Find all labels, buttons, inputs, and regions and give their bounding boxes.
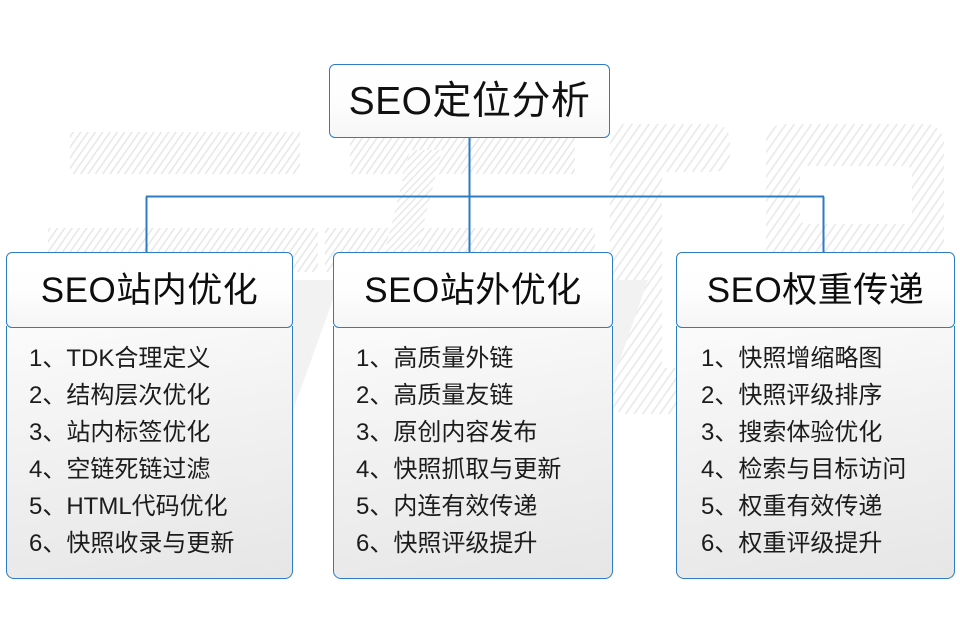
branch-column-3: SEO权重传递 1、快照增缩略图 2、快照评级排序 3、搜索体验优化 4、检索与…	[676, 252, 955, 579]
list-item: 6、快照收录与更新	[29, 530, 235, 557]
list-item: 2、结构层次优化	[29, 382, 211, 409]
list-item: 3、站内标签优化	[29, 419, 211, 446]
list-item: 2、高质量友链	[356, 382, 514, 409]
list-item: 3、搜索体验优化	[701, 419, 883, 446]
list-item: 4、空链死链过滤	[29, 456, 211, 483]
root-node[interactable]: SEO定位分析	[329, 64, 610, 138]
list-item: 1、高质量外链	[356, 345, 514, 372]
list-item: 5、权重有效传递	[701, 493, 883, 520]
branch-column-1: SEO站内优化 1、TDK合理定义 2、结构层次优化 3、站内标签优化 4、空链…	[6, 252, 293, 579]
branch-list-3: 1、快照增缩略图 2、快照评级排序 3、搜索体验优化 4、检索与目标访问 5、权…	[676, 326, 955, 579]
branch-header-label-2: SEO站外优化	[364, 270, 582, 310]
list-item: 1、快照增缩略图	[701, 345, 883, 372]
list-item: 6、权重评级提升	[701, 530, 883, 557]
branch-column-2: SEO站外优化 1、高质量外链 2、高质量友链 3、原创内容发布 4、快照抓取与…	[333, 252, 613, 579]
root-node-label: SEO定位分析	[348, 79, 591, 123]
list-item: 5、内连有效传递	[356, 493, 538, 520]
list-item: 5、HTML代码优化	[29, 493, 228, 520]
branch-header-1[interactable]: SEO站内优化	[6, 252, 293, 328]
list-item: 6、快照评级提升	[356, 530, 538, 557]
branch-header-label-1: SEO站内优化	[40, 270, 259, 310]
branch-list-2: 1、高质量外链 2、高质量友链 3、原创内容发布 4、快照抓取与更新 5、内连有…	[333, 326, 613, 579]
list-item: 2、快照评级排序	[701, 382, 883, 409]
branch-header-2[interactable]: SEO站外优化	[333, 252, 613, 328]
branch-header-3[interactable]: SEO权重传递	[676, 252, 955, 328]
list-item: 4、快照抓取与更新	[356, 456, 562, 483]
list-item: 3、原创内容发布	[356, 419, 538, 446]
branch-header-label-3: SEO权重传递	[706, 270, 925, 310]
branch-list-1: 1、TDK合理定义 2、结构层次优化 3、站内标签优化 4、空链死链过滤 5、H…	[6, 326, 293, 579]
list-item: 1、TDK合理定义	[29, 345, 211, 372]
list-item: 4、检索与目标访问	[701, 456, 907, 483]
